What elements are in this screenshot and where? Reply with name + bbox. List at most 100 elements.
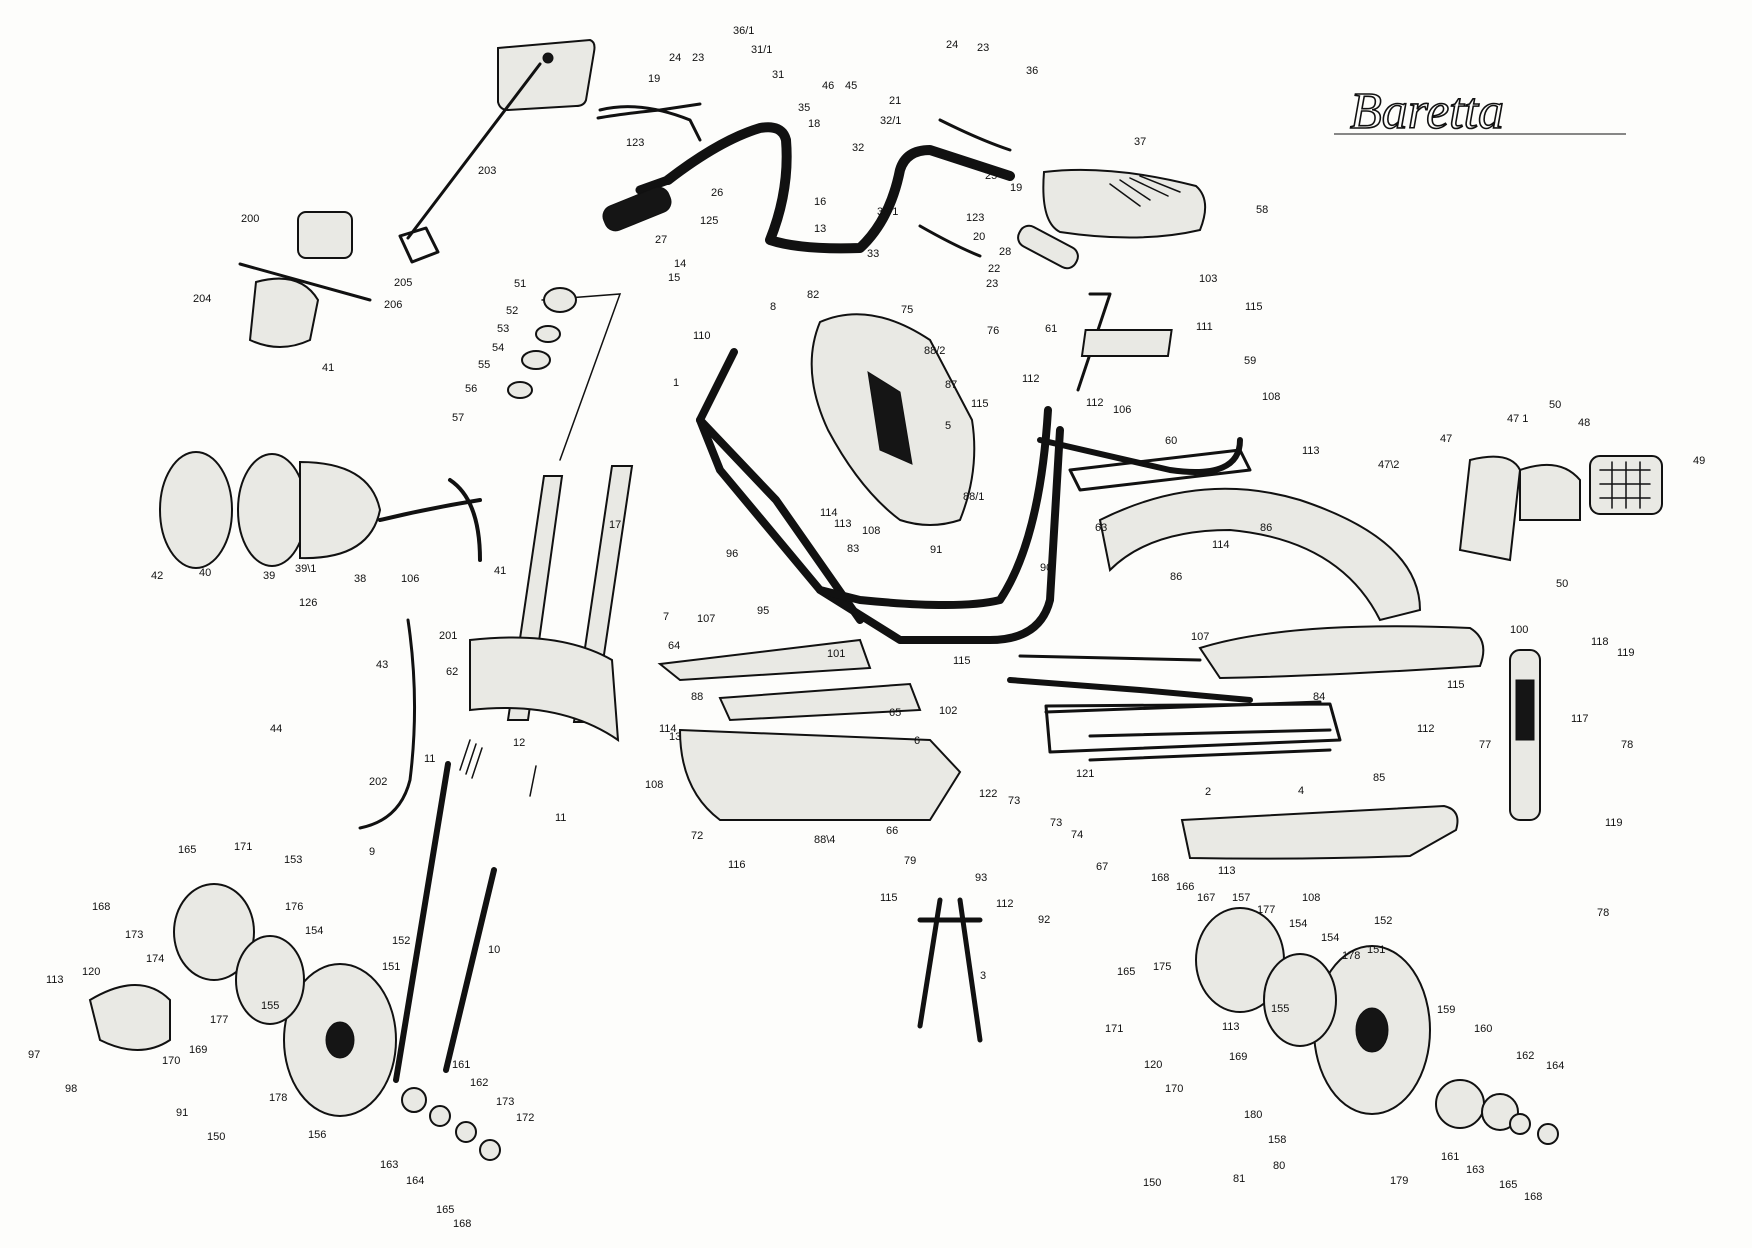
- part-number-label: 172: [516, 1112, 535, 1124]
- part-number-label: 81: [1233, 1173, 1246, 1185]
- part-number-label: 12: [513, 737, 526, 749]
- part-number-label: 20: [973, 231, 986, 243]
- part-number-label: 23: [977, 42, 990, 54]
- part-number-label: 58: [1256, 204, 1269, 216]
- part-number-label: 3: [980, 970, 987, 982]
- brand-logo-text: Baretta: [1350, 83, 1504, 140]
- part-number-label: 155: [1271, 1003, 1290, 1015]
- part-number-label: 78: [1597, 907, 1610, 919]
- part-number-label: 7: [663, 611, 670, 623]
- part-number-label: 54: [492, 342, 505, 354]
- part-number-label: 78: [1621, 739, 1634, 751]
- part-number-label: 123: [966, 212, 985, 224]
- part-number-label: 115: [1245, 301, 1263, 313]
- part-number-label: 73: [1008, 795, 1021, 807]
- part-number-label: 118: [1591, 636, 1609, 648]
- part-number-label: 24: [669, 52, 682, 64]
- rear-hub: [1195, 907, 1519, 1131]
- part-number-label: 101: [827, 648, 846, 660]
- part-number-label: 82: [807, 289, 820, 301]
- part-number-label: 152: [1374, 915, 1393, 927]
- part-number-label: 150: [207, 1131, 226, 1143]
- part-number-label: 108: [1302, 892, 1321, 904]
- part-number-label: 113: [1302, 445, 1320, 457]
- part-number-label: 9: [369, 846, 376, 858]
- part-number-label: 43: [376, 659, 389, 671]
- part-number-label: 4: [1298, 785, 1305, 797]
- part-number-label: 22: [988, 263, 1001, 275]
- part-number-label: 39\1: [295, 563, 317, 575]
- part-number-label: 26: [711, 187, 724, 199]
- part-number-label: 115: [971, 398, 989, 410]
- center-stand: [917, 897, 983, 1043]
- part-number-label: 42: [151, 570, 164, 582]
- part-number-label: 51: [514, 278, 527, 290]
- part-number-label: 112: [1022, 373, 1040, 385]
- part-number-label: 64: [668, 640, 681, 652]
- luggage-carrier: [1068, 448, 1252, 492]
- part-number-label: 119: [1617, 647, 1635, 659]
- part-number-label: 155: [261, 1000, 280, 1012]
- part-number-label: 87: [945, 379, 958, 391]
- part-number-label: 111: [1196, 321, 1213, 333]
- engine-cover: [657, 638, 962, 821]
- part-number-label: 47 1: [1507, 413, 1529, 425]
- part-number-label: 28: [999, 246, 1012, 258]
- part-number-label: 112: [1417, 723, 1435, 735]
- part-number-label: 73: [1050, 817, 1063, 829]
- part-number-label: 151: [382, 961, 401, 973]
- part-number-label: 13: [669, 731, 682, 743]
- part-number-label: 61: [1045, 323, 1058, 335]
- part-number-label: 154: [305, 925, 324, 937]
- part-number-label: 156: [308, 1129, 327, 1141]
- part-number-label: 15: [668, 272, 681, 284]
- part-number-label: 40: [199, 567, 212, 579]
- bearing-kit-bracket: [507, 287, 622, 461]
- part-number-label: 50: [1556, 578, 1569, 590]
- swingarm: [1044, 700, 1332, 762]
- part-number-label: 108: [1262, 391, 1281, 403]
- part-number-label: 168: [92, 901, 111, 913]
- main-frame: [696, 348, 1253, 703]
- handlebar: [598, 105, 1079, 270]
- front-hub: [88, 883, 397, 1117]
- part-number-label: 175: [1153, 961, 1172, 973]
- part-number-label: 27: [655, 234, 668, 246]
- part-number-label: 33/1: [877, 206, 899, 218]
- part-number-label: 79: [904, 855, 917, 867]
- part-number-label: 107: [1191, 631, 1210, 643]
- part-number-label: 125: [700, 215, 719, 227]
- part-number-label: 170: [162, 1055, 181, 1067]
- part-number-label: 88\4: [814, 834, 836, 846]
- part-number-label: 10: [488, 944, 501, 956]
- part-number-label: 62: [446, 666, 459, 678]
- part-number-label: 39: [263, 570, 276, 582]
- part-number-label: 56: [465, 383, 478, 395]
- part-number-label: 205: [394, 277, 413, 289]
- part-number-label: 158: [1268, 1134, 1287, 1146]
- part-number-label: 53: [497, 323, 510, 335]
- part-number-label: 171: [234, 841, 253, 853]
- part-number-label: 6: [914, 735, 921, 747]
- part-number-label: 66: [886, 825, 899, 837]
- part-number-label: 38: [354, 573, 367, 585]
- part-number-label: 114: [659, 723, 677, 735]
- fuel-tank: [810, 313, 976, 526]
- part-number-label: 121: [1076, 768, 1095, 780]
- part-number-label: 86: [1170, 571, 1183, 583]
- speedo-cable: [358, 618, 417, 830]
- part-number-label: 23: [986, 278, 999, 290]
- part-number-label: 8: [770, 301, 777, 313]
- part-number-label: 98: [65, 1083, 78, 1095]
- part-number-label: 88/2: [924, 345, 946, 357]
- part-number-label: 86: [1260, 522, 1273, 534]
- part-number-label: 41: [494, 565, 507, 577]
- part-number-label: 151: [1367, 944, 1386, 956]
- part-number-label: 166: [1176, 881, 1195, 893]
- part-number-label: 153: [284, 854, 303, 866]
- part-number-label: 164: [1546, 1060, 1565, 1072]
- part-number-label: 168: [1151, 872, 1170, 884]
- front-shocks: [393, 739, 537, 1083]
- part-number-label: 204: [193, 293, 212, 305]
